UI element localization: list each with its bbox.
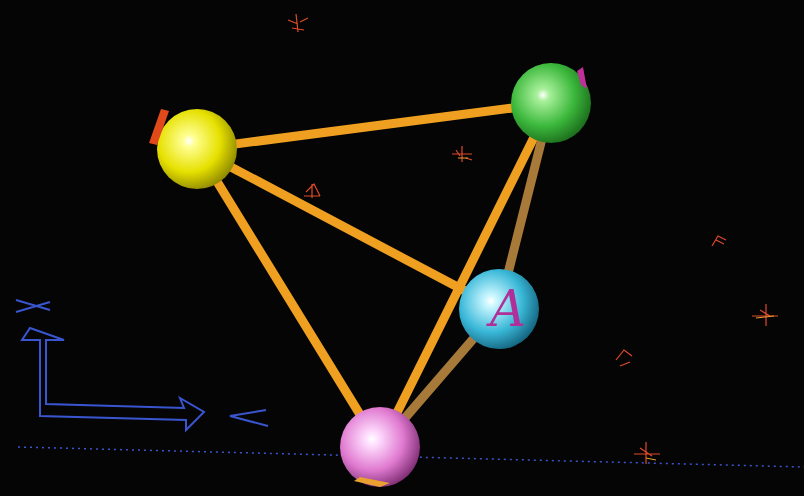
axis-arrows bbox=[16, 300, 268, 430]
bond-stick bbox=[231, 107, 518, 144]
bond-stick bbox=[402, 335, 477, 422]
bond-stick bbox=[227, 165, 469, 293]
atom-label: A bbox=[490, 284, 526, 334]
atom-sphere bbox=[157, 109, 237, 189]
bond-stick bbox=[215, 178, 362, 418]
atom-sphere bbox=[511, 63, 591, 143]
bond-stick bbox=[507, 136, 542, 276]
sphere-shape bbox=[511, 63, 591, 143]
atom-sphere bbox=[340, 407, 420, 487]
sphere-shape bbox=[157, 109, 237, 189]
atom-sphere: A bbox=[459, 269, 539, 349]
sphere-shape bbox=[340, 407, 420, 487]
